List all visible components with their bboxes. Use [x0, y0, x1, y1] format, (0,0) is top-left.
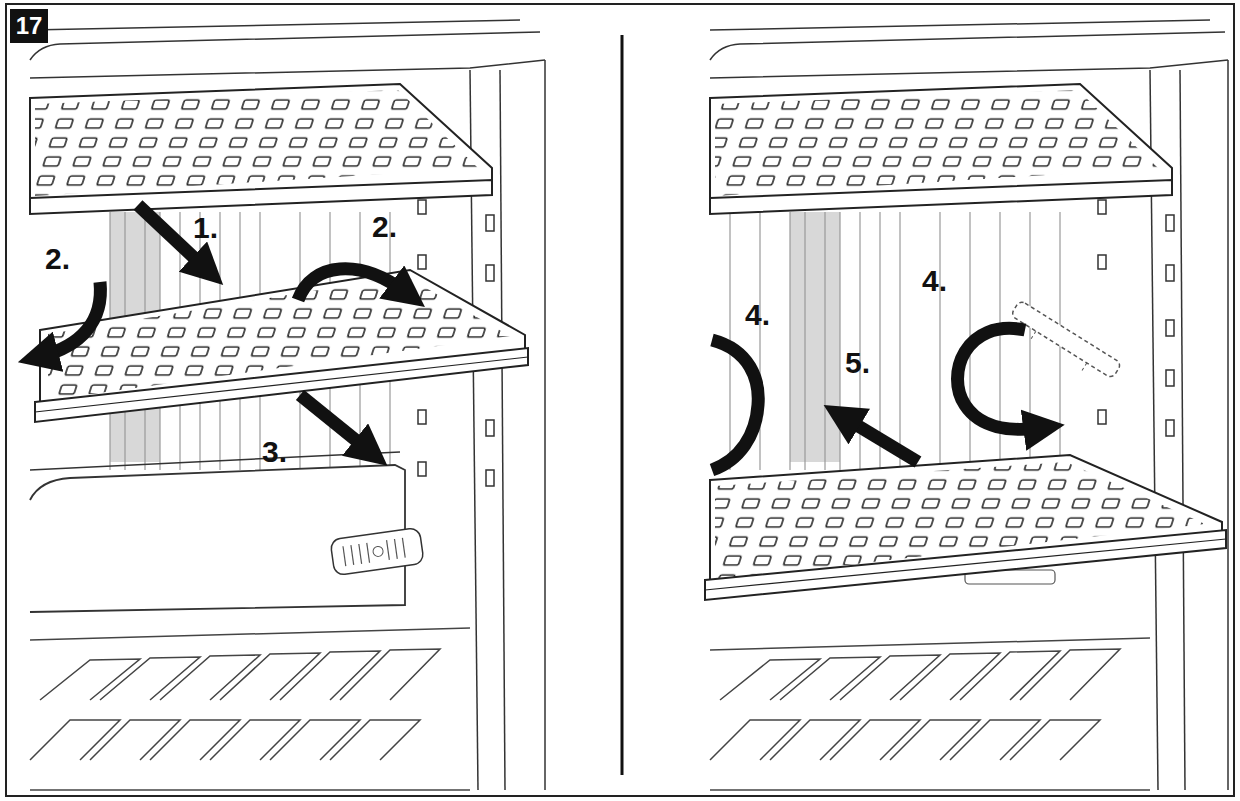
step-number: 1. — [193, 213, 218, 243]
step-number: 5. — [845, 348, 870, 378]
figure-number-badge: 17 — [10, 9, 48, 43]
step-number: 4. — [922, 266, 947, 296]
step-number: 4. — [745, 300, 770, 330]
figure-number: 17 — [16, 12, 43, 40]
step-number: 2. — [45, 244, 70, 274]
step-number: 3. — [262, 437, 287, 467]
step-number: 2. — [372, 212, 397, 242]
